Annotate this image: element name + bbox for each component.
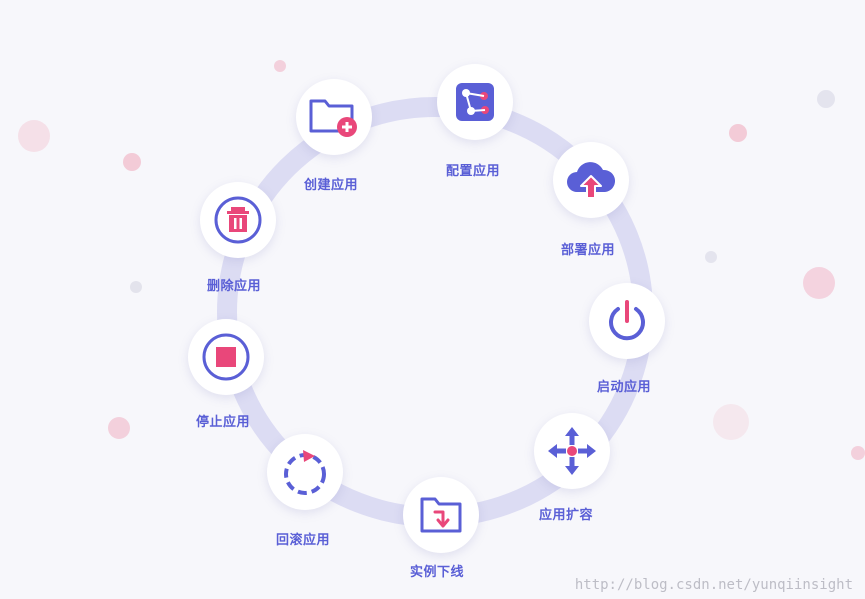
power-icon (603, 297, 651, 345)
expand-arrows-icon (546, 425, 598, 477)
decor-dot (851, 446, 865, 460)
step-label-offline: 实例下线 (410, 565, 465, 580)
rollback-circle-icon (279, 446, 331, 498)
config-nodes-icon (453, 80, 497, 124)
step-node-deploy[interactable] (553, 142, 629, 218)
step-label-stop: 停止应用 (196, 415, 251, 430)
decor-dot (705, 251, 717, 263)
folder-plus-icon (308, 95, 360, 139)
cloud-upload-icon (565, 158, 617, 202)
decor-dot (729, 124, 747, 142)
step-label-create: 创建应用 (304, 178, 359, 193)
decor-dot (123, 153, 141, 171)
step-node-rollback[interactable] (267, 434, 343, 510)
decor-dot (108, 417, 130, 439)
step-node-create[interactable] (296, 79, 372, 155)
decor-dot (817, 90, 835, 108)
step-label-config: 配置应用 (446, 164, 501, 179)
stop-square-icon (200, 331, 252, 383)
decor-dot (713, 404, 749, 440)
step-label-rollback: 回滚应用 (276, 533, 331, 548)
step-node-config[interactable] (437, 64, 513, 140)
step-label-deploy: 部署应用 (561, 243, 616, 258)
step-node-start[interactable] (589, 283, 665, 359)
step-label-delete: 删除应用 (207, 279, 262, 294)
step-node-offline[interactable] (403, 477, 479, 553)
trash-icon (212, 194, 264, 246)
decor-dot (18, 120, 50, 152)
decor-dot (803, 267, 835, 299)
step-node-scale[interactable] (534, 413, 610, 489)
step-node-stop[interactable] (188, 319, 264, 395)
step-label-start: 启动应用 (597, 380, 652, 395)
decor-dot (274, 60, 286, 72)
step-node-delete[interactable] (200, 182, 276, 258)
step-label-scale: 应用扩容 (539, 508, 594, 523)
watermark: http://blog.csdn.net/yunqiinsight (574, 577, 853, 593)
decor-dot (130, 281, 142, 293)
folder-down-arrow-icon (419, 495, 463, 535)
